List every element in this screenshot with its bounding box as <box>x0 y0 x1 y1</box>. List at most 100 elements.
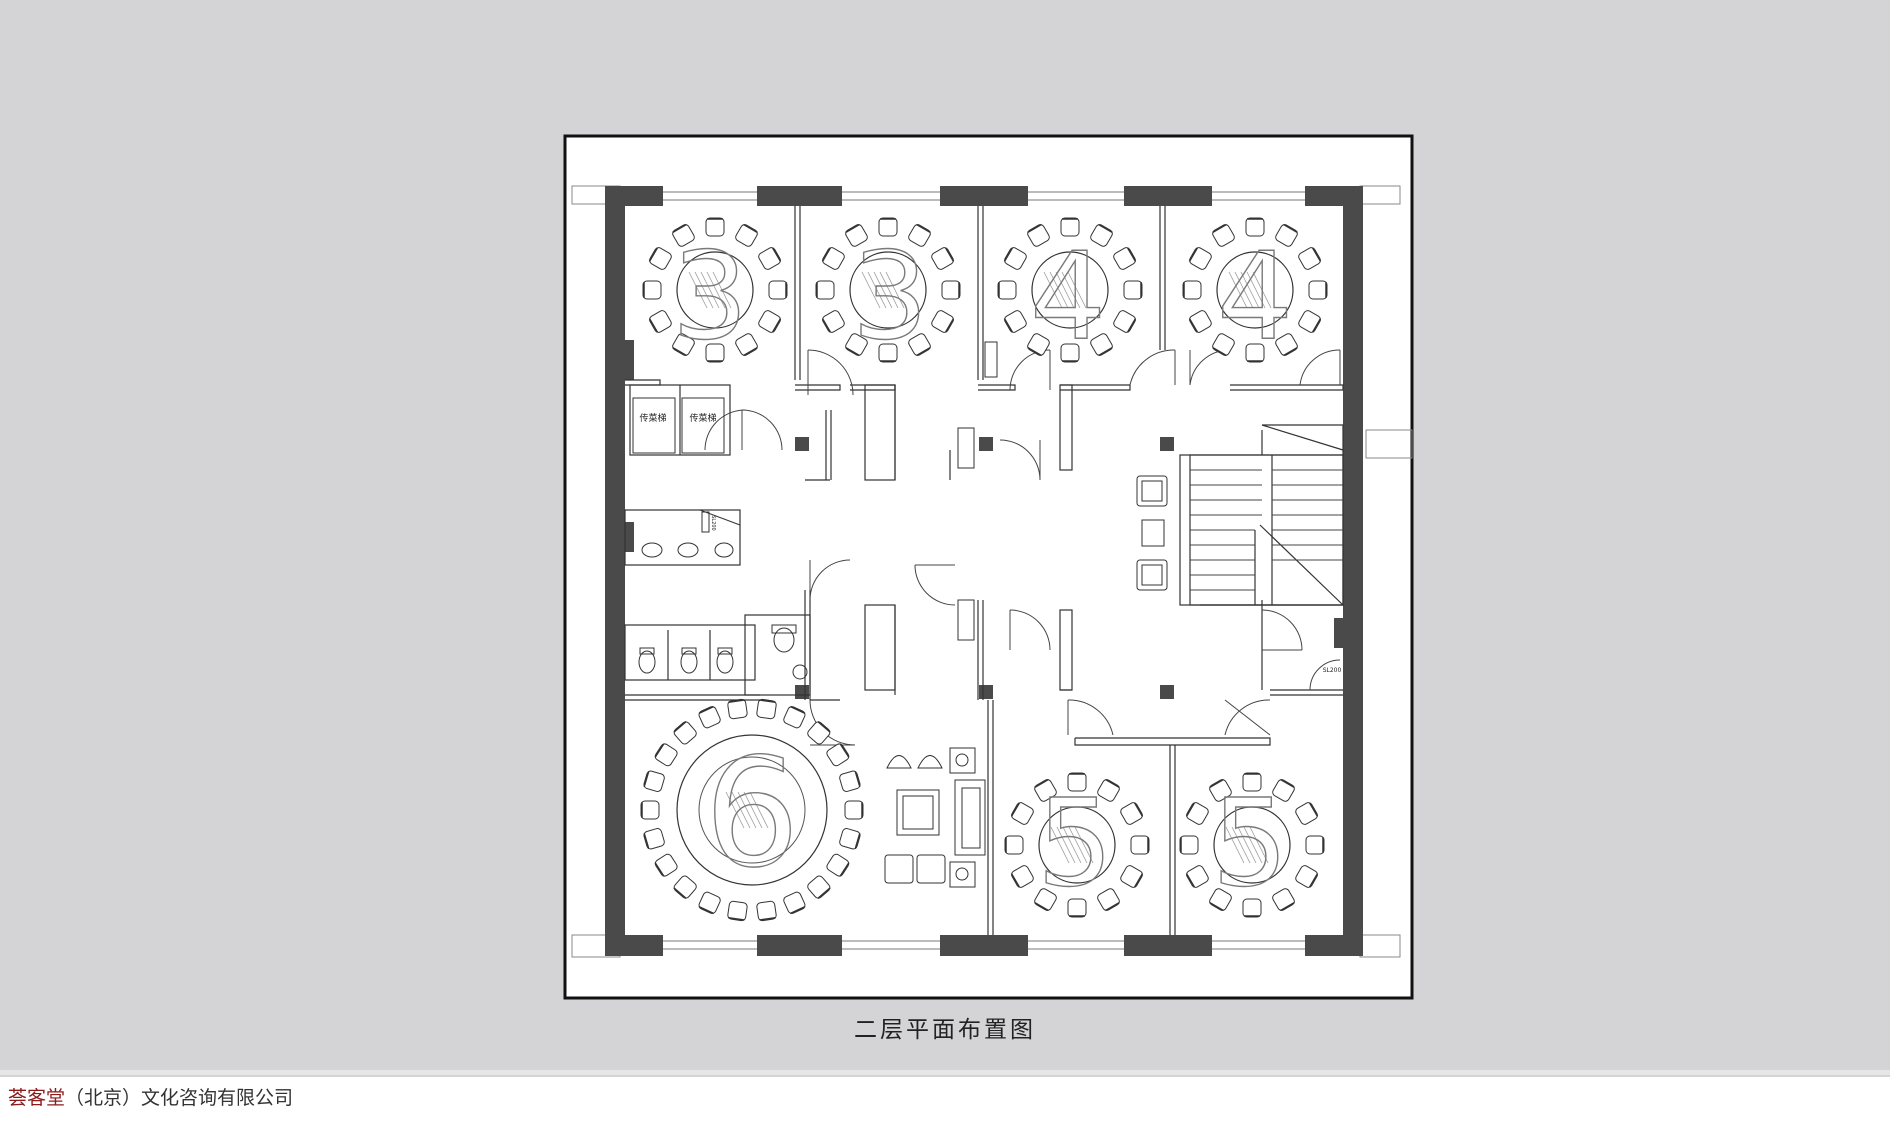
chair-back <box>790 705 806 714</box>
chair-back <box>854 771 861 787</box>
table-hatch <box>1062 826 1082 864</box>
chair-back <box>759 916 776 921</box>
chair-back <box>1311 247 1322 262</box>
dimension-label: SL200 <box>710 515 716 531</box>
table-hatch <box>694 271 714 309</box>
round-table <box>642 217 788 363</box>
table-hatch <box>1246 271 1266 309</box>
table-hatch <box>1067 271 1087 309</box>
chair-back <box>845 223 860 234</box>
chair-back <box>1188 247 1199 262</box>
chair <box>705 343 725 363</box>
table-top <box>1216 251 1294 329</box>
chair <box>997 280 1017 300</box>
chair-back <box>1212 346 1227 357</box>
table-top <box>1031 251 1109 329</box>
elevator-label: 传菜梯 <box>639 412 666 424</box>
room-number: 4 <box>1030 228 1106 367</box>
chair-back <box>673 721 687 733</box>
chair-back <box>759 699 776 704</box>
chair-back <box>1209 901 1224 912</box>
chair <box>1305 835 1325 855</box>
chair-back <box>728 699 745 704</box>
table-hatch <box>1228 271 1248 309</box>
chair-back <box>1308 873 1319 888</box>
chair-back <box>1311 318 1322 333</box>
chair-back <box>817 721 831 733</box>
chair <box>839 828 861 850</box>
chair-back <box>916 346 931 357</box>
chair-back <box>1105 901 1120 912</box>
corridor-sofa-set <box>1136 475 1168 591</box>
room-number: 5 <box>1212 775 1288 914</box>
table-hatch <box>861 271 881 309</box>
chair-back <box>1126 247 1137 262</box>
chair-back <box>1010 873 1021 888</box>
footer-divider <box>0 1070 1890 1075</box>
chair-back <box>771 247 782 262</box>
chair-back <box>1308 802 1319 817</box>
chair <box>640 800 660 820</box>
chair-back <box>648 247 659 262</box>
table-hatch <box>1068 826 1088 864</box>
chair <box>698 706 721 729</box>
table-hatch <box>867 271 887 309</box>
chair-back <box>728 916 745 921</box>
chair <box>1123 280 1143 300</box>
room-number: 3 <box>672 228 748 367</box>
table-hatch <box>1249 826 1269 864</box>
chair-back <box>790 906 806 915</box>
chair-back <box>1098 346 1113 357</box>
table-top <box>1038 806 1116 884</box>
round-table <box>1004 772 1150 918</box>
table-top <box>676 734 828 886</box>
chair <box>1242 898 1262 918</box>
chair <box>1242 772 1262 792</box>
exterior-walls <box>605 186 1363 956</box>
chair-back <box>654 862 665 877</box>
elevator-label: 传菜梯 <box>689 412 716 424</box>
chair-back <box>672 346 687 357</box>
table-hatch <box>1252 271 1272 309</box>
chair-back <box>743 223 758 234</box>
washbasin-counter <box>625 509 741 566</box>
table-hatch <box>885 271 905 309</box>
chair-back <box>1003 247 1014 262</box>
round-table <box>815 217 961 363</box>
chair <box>727 698 748 720</box>
table-top <box>1213 806 1291 884</box>
dumbwaiter-boxes <box>632 397 725 454</box>
table-hatch <box>743 791 763 829</box>
chair-back <box>1133 873 1144 888</box>
chair <box>839 770 861 792</box>
table-hatch <box>1237 826 1257 864</box>
chair <box>783 891 806 914</box>
table-hatch <box>1049 271 1069 309</box>
table-hatch <box>1055 271 1075 309</box>
chair <box>727 900 748 922</box>
chair-back <box>1126 318 1137 333</box>
window-glazing <box>663 191 1305 950</box>
chair <box>705 217 725 237</box>
chair-back <box>1027 346 1042 357</box>
chair-back <box>743 346 758 357</box>
chair-back <box>1034 778 1049 789</box>
chair <box>1004 835 1024 855</box>
table-top <box>676 251 754 329</box>
chair <box>756 900 777 922</box>
chair-back <box>1280 901 1295 912</box>
chair-back <box>944 247 955 262</box>
round-table <box>997 217 1143 363</box>
chair-back <box>673 887 687 899</box>
chair-back <box>654 743 665 758</box>
chair-back <box>648 318 659 333</box>
chair-back <box>672 223 687 234</box>
chair <box>1060 217 1080 237</box>
company-rest: （北京）文化咨询有限公司 <box>65 1087 294 1109</box>
round-table <box>1182 217 1328 363</box>
table-hatch <box>1061 271 1081 309</box>
chair-back <box>1003 318 1014 333</box>
chair <box>1179 835 1199 855</box>
chair <box>844 800 864 820</box>
